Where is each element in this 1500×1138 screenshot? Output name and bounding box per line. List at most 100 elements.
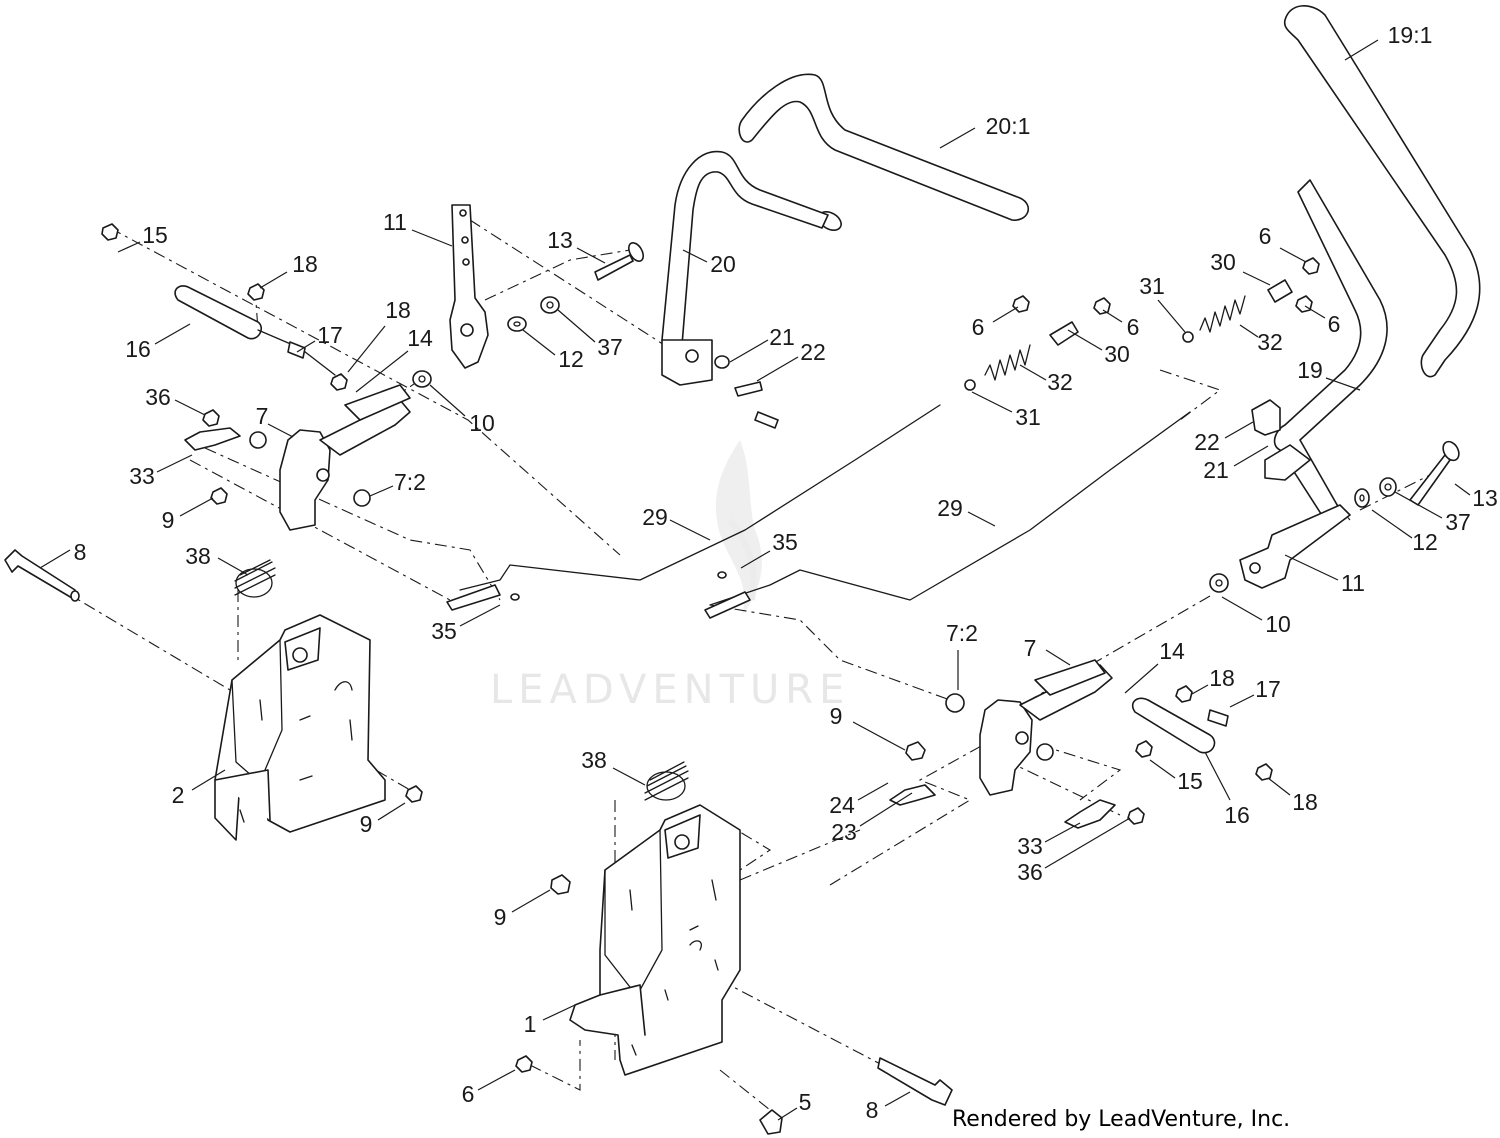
callout-label: 13 <box>547 227 573 253</box>
callout-leader <box>967 511 996 527</box>
callout-leaders <box>39 39 1471 1121</box>
callout-label: 1 <box>524 1011 537 1037</box>
callout-label: 7:2 <box>946 620 978 646</box>
callout-label: 38 <box>581 747 607 773</box>
callout-leader <box>369 485 394 497</box>
callout-label: 10 <box>469 410 495 436</box>
damper-16-right <box>1131 697 1229 754</box>
callout-leader <box>857 782 889 801</box>
callout-leader <box>859 792 913 827</box>
callout-leader <box>411 229 453 247</box>
handle-grip-20-1 <box>738 73 1030 231</box>
callout-label: 6 <box>1127 314 1140 340</box>
callout-label: 13 <box>1472 485 1498 511</box>
watermark: LEADVENTURE <box>490 440 850 713</box>
callout-leader <box>992 306 1019 323</box>
callout-label: 35 <box>431 618 457 644</box>
callout-leader <box>347 325 386 373</box>
callout-leader <box>154 323 191 345</box>
callout-label: 11 <box>383 209 407 235</box>
callout-label: 17 <box>317 322 343 348</box>
callout-label: 31 <box>1015 404 1041 430</box>
callout-leader <box>1304 305 1326 319</box>
callout-label: 37 <box>1445 509 1471 535</box>
callout-label: 6 <box>1259 223 1272 249</box>
watermark-text: LEADVENTURE <box>490 667 850 713</box>
callout-leader <box>729 339 769 363</box>
callout-label: 18 <box>1209 665 1235 691</box>
callout-leader <box>1224 421 1254 439</box>
callout-leader <box>542 1004 576 1021</box>
callout-leader <box>217 557 249 576</box>
callout-leader <box>459 604 501 627</box>
callout-label: 20:1 <box>986 113 1031 139</box>
callout-label: 16 <box>125 336 151 362</box>
callout-leader <box>522 329 556 356</box>
bolt-8-left <box>4 549 80 602</box>
callout-label: 8 <box>74 539 87 565</box>
callout-leader <box>1102 309 1123 323</box>
bushings-7-2 <box>249 431 1054 761</box>
callout-label: 38 <box>185 543 211 569</box>
callout-leader <box>296 340 316 353</box>
shoulder-bolt-13-left <box>594 242 645 281</box>
spring-38-left <box>234 559 276 598</box>
callout-leader <box>429 384 466 417</box>
callout-label: 6 <box>972 314 985 340</box>
callout-label: 21 <box>769 324 795 350</box>
callout-label: 15 <box>1177 768 1203 794</box>
callout-label: 5 <box>799 1089 812 1115</box>
callout-label: 6 <box>1328 311 1341 337</box>
callout-label: 9 <box>162 507 175 533</box>
callout-label: 36 <box>145 384 171 410</box>
callout-label: 9 <box>360 811 373 837</box>
callout-label: 30 <box>1210 249 1236 275</box>
callout-leader <box>355 350 409 393</box>
callout-leader <box>1279 247 1307 263</box>
handle-lever-19 <box>1264 179 1388 521</box>
callout-label: 11 <box>1341 570 1365 596</box>
callout-label: 20 <box>710 251 736 277</box>
callout-label: 23 <box>831 819 857 845</box>
callout-leader <box>777 1107 798 1121</box>
callout-leader <box>1221 596 1263 621</box>
bolt-5 <box>759 1109 783 1135</box>
callout-leader <box>259 271 288 289</box>
callout-leader <box>1191 684 1209 695</box>
callout-leader <box>884 1091 911 1107</box>
callout-label: 35 <box>772 529 798 555</box>
callout-leader <box>1045 649 1071 666</box>
callout-label: 15 <box>142 222 168 248</box>
callout-leader <box>1325 377 1361 391</box>
spring-38-right <box>644 761 689 801</box>
callout-label: 7 <box>256 403 269 429</box>
hex-nuts <box>101 223 1320 1073</box>
callout-leader <box>1242 271 1271 286</box>
callout-leader <box>1157 299 1186 333</box>
callout-leader <box>939 127 976 149</box>
callout-leader <box>1454 483 1471 496</box>
callout-leader <box>179 497 214 517</box>
callout-label: 14 <box>407 325 433 351</box>
mounting-bracket-2 <box>214 614 386 841</box>
callout-label: 21 <box>1203 457 1229 483</box>
lever-plate-11-right <box>1239 504 1351 589</box>
callout-leader <box>682 249 708 263</box>
lever-plate-11-left <box>449 204 489 369</box>
callout-leader <box>267 423 294 438</box>
spring-32-right <box>1199 279 1293 333</box>
callout-label: 9 <box>494 904 507 930</box>
control-rod-29-left <box>446 404 941 611</box>
callout-label: 29 <box>642 504 668 530</box>
callout-leader <box>1344 39 1379 61</box>
callout-leader <box>756 356 799 382</box>
callout-leader <box>511 889 551 913</box>
callout-label: 32 <box>1047 369 1073 395</box>
callout-leader <box>377 802 406 821</box>
callout-leader <box>477 1069 516 1091</box>
callout-label: 29 <box>937 495 963 521</box>
washers <box>412 296 1397 593</box>
callout-label: 14 <box>1159 638 1185 664</box>
callout-label: 24 <box>829 792 855 818</box>
